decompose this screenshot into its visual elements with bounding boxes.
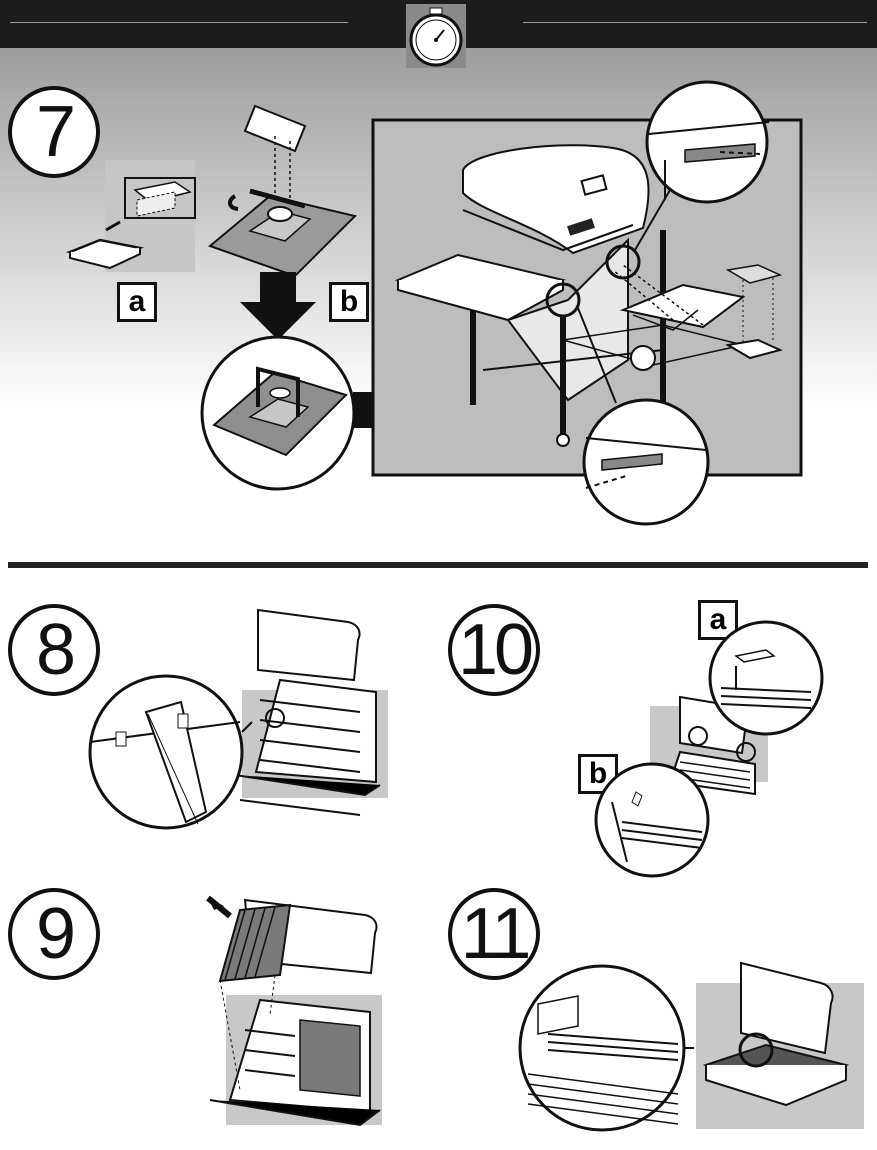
heat-deflector-illustration [230,600,390,820]
down-arrow-icon [238,272,318,342]
step-9-number: 9 [8,888,100,980]
step-10-number: 10 [448,604,540,696]
cooking-grate-illustration [200,890,390,1140]
drip-tray-removal-illustration [65,160,195,280]
grill-rack-installed-illustration [696,955,866,1130]
catch-pan-detail-circle [200,335,356,491]
stopwatch-icon [406,4,466,68]
section-divider [8,562,868,568]
deflector-detail-circle [86,672,246,832]
step-7-label-b: b [329,282,369,322]
header-rule-right [523,22,867,23]
header-rule-left [10,22,348,23]
catch-pan-assembly-illustration [205,96,355,296]
rail-detail-circle-top [645,80,769,204]
rail-detail-circle-bottom [582,398,710,526]
step-7-label-a: a [117,282,157,322]
rack-detail-circle-a [706,618,826,738]
rack-detail-circle-b [592,762,712,882]
grill-rack-detail-circle [518,964,694,1134]
